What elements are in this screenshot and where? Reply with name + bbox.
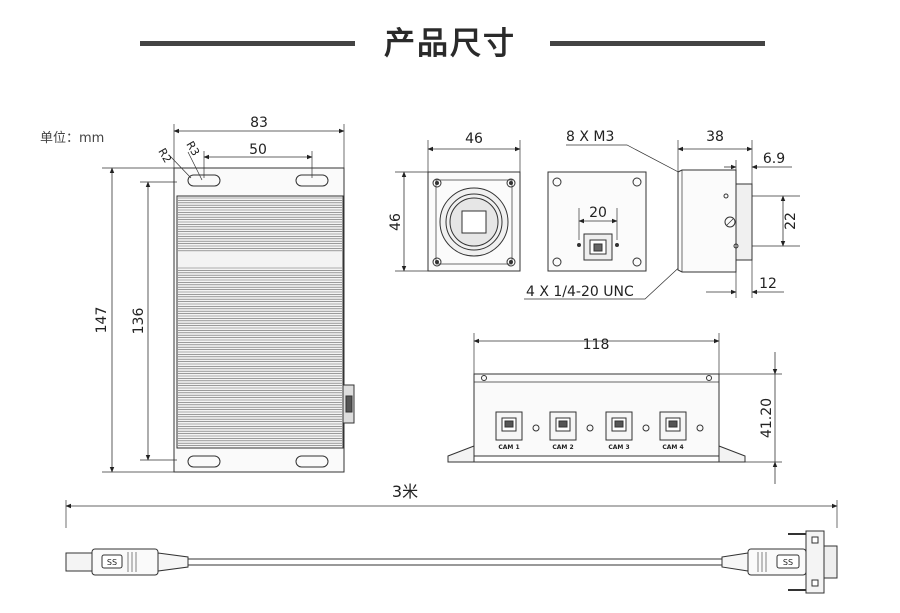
port-label: CAM 2 [552,444,573,451]
camera-back-view [524,144,729,300]
port-led [586,424,594,432]
camera-side-view [677,140,800,298]
usb-port: CAM 3 [605,411,650,451]
unit-label: 单位：mm [40,131,105,146]
hub-front-view: CAM 1 CAM 2 CAM 3 CAM 4 [447,333,782,484]
port-led [532,424,540,432]
dim-46-width: 46 [465,131,483,147]
usb-port: CAM 2 [549,411,594,451]
usb-cable: SS SS [65,500,838,594]
label-tripod-thread: 4 X 1/4-20 UNC [526,284,634,300]
port-led [642,424,650,432]
dim-136: 136 [131,308,147,335]
heat-fins [178,197,342,446]
camera-front-view [395,140,521,272]
dim-118: 118 [583,337,610,353]
dim-cable-length: 3米 [392,482,418,501]
dim-41-20: 41.20 [759,398,775,438]
title-bar-right [550,41,765,46]
dim-38: 38 [706,129,724,145]
ss-logo-left: SS [107,558,117,567]
mount-slot [187,455,221,468]
dim-50: 50 [249,142,267,158]
usb-port: CAM 1 [495,411,540,451]
label-screw: 8 X M3 [566,129,614,145]
port-led [696,424,704,432]
top-view [102,124,355,473]
dim-12: 12 [759,276,777,292]
dim-r2: R2 [155,146,174,165]
port-label: CAM 4 [662,444,683,451]
port-label: CAM 1 [498,444,519,451]
dim-83: 83 [250,115,268,131]
usb-ports: CAM 1 CAM 2 CAM 3 CAM 4 [495,411,704,451]
ss-logo-right: SS [783,558,793,567]
page-title: 产品尺寸 [384,26,516,62]
dim-22: 22 [783,212,799,230]
title-bar-left [140,41,355,46]
dim-147: 147 [94,307,110,334]
usb-port: CAM 4 [659,411,704,451]
dim-46-height: 46 [388,213,404,231]
mount-slot [295,455,329,468]
dim-r3: R3 [183,139,202,158]
port-label: CAM 3 [608,444,629,451]
dim-6-9: 6.9 [763,151,785,167]
dim-20: 20 [589,205,607,221]
